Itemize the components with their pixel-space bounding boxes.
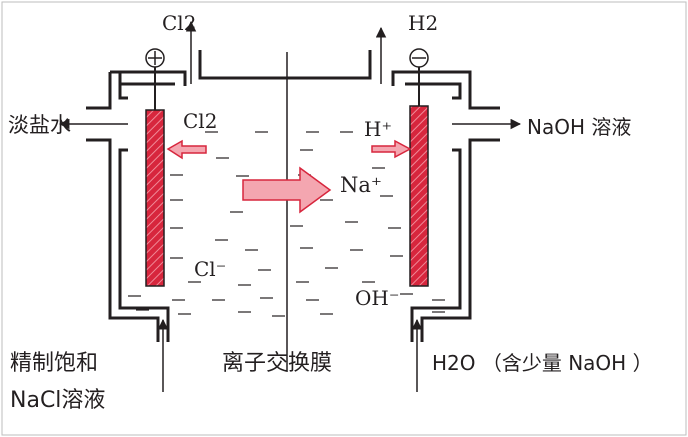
left-wall-top: [86, 72, 112, 110]
na-migration-arrow: [242, 166, 332, 214]
membrane-label: 离子交换膜: [222, 351, 332, 376]
h-plus-label: H⁺: [364, 117, 392, 141]
solution-dashes: [128, 131, 445, 317]
water-inlet-label: H2O （含少量 NaOH ）: [432, 351, 653, 375]
cl-migration-arrow: [166, 139, 207, 160]
oh-minus-label: OH⁻: [355, 286, 399, 310]
nacl-inlet-label-line2: NaCl溶液: [10, 388, 105, 413]
dilute-brine-label: 淡盐水: [8, 113, 71, 137]
left-inner-top: [118, 72, 128, 100]
right-top-inner: [405, 82, 462, 100]
naoh-solution-label: NaOH 溶液: [527, 115, 631, 139]
cl-minus-label: Cl⁻: [194, 257, 226, 281]
na-plus-label: Na⁺: [340, 173, 382, 197]
cl2-top-label: Cl2: [162, 11, 196, 35]
h2-top-label: H2: [408, 11, 438, 35]
anode-electrode: [145, 109, 165, 287]
right-top-cap: [391, 70, 500, 110]
h-migration-arrow: [371, 139, 412, 159]
left-top-cap: [110, 70, 187, 86]
nacl-inlet-label-line1: 精制饱和: [10, 351, 98, 376]
center-top: [198, 50, 372, 80]
cl2-inside-label: Cl2: [183, 109, 217, 133]
cathode-electrode: [409, 105, 429, 287]
